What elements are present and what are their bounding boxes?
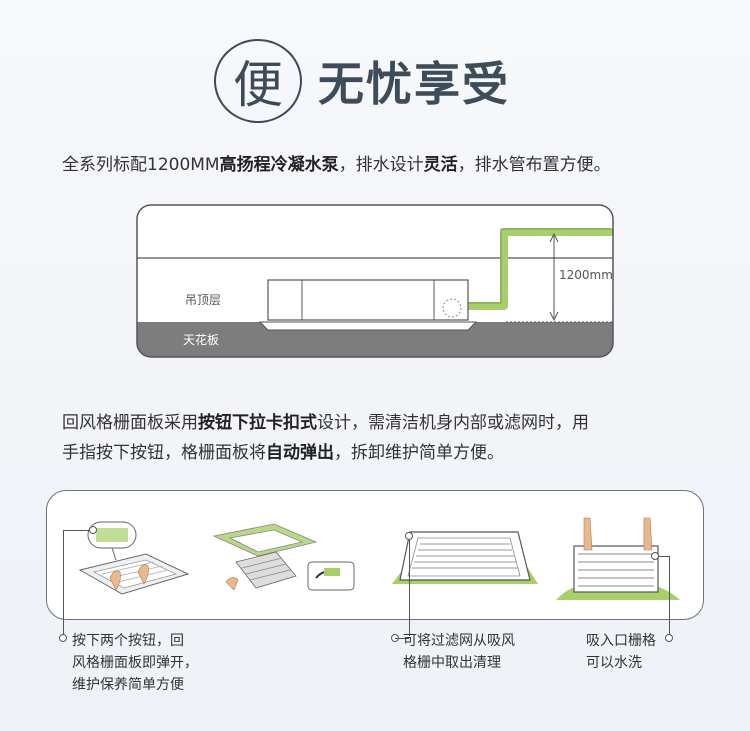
para-line-2: 手指按下按钮，格栅面板将自动弹出，拆卸维护简单方便。: [62, 438, 702, 468]
lead-text: 全系列标配1200MM高扬程冷凝水泵，排水设计灵活，排水管布置方便。: [62, 150, 702, 175]
callout1-dot: [59, 634, 67, 642]
para-line2-part2: ，拆卸维护简单方便。: [334, 443, 504, 463]
lead-part3: ，排水管布置方便。: [457, 155, 611, 175]
badge-circle: 便: [214, 39, 302, 123]
callout2-hline: [395, 638, 409, 639]
step2-illustration: [212, 523, 355, 591]
drain-pipe: [466, 228, 613, 310]
step3-line2: 可以水洗: [586, 655, 642, 671]
callout3-line: [669, 556, 670, 636]
indoor-unit: [267, 279, 469, 321]
badge-char: 便: [233, 56, 283, 114]
grille-panel: [258, 321, 478, 331]
page-title: 无忧享受: [318, 57, 510, 111]
height-label: 1200mm: [559, 268, 613, 282]
lead-part1: 全系列标配1200MM: [62, 155, 220, 175]
step2-line2: 格栅中取出清理: [403, 655, 501, 671]
step1-line3: 维护保养简单方便: [72, 677, 184, 693]
step1-caption: 按下两个按钮，回 风格栅面板即弹开， 维护保养简单方便: [72, 630, 198, 696]
step1-line2: 风格栅面板即弹开，: [72, 655, 198, 671]
step1-line1: 按下两个按钮，回: [72, 633, 184, 649]
para-line-1: 回风格栅面板采用按钮下拉卡扣式设计，需清洁机身内部或滤网时，用: [62, 408, 702, 438]
step3-line1: 吸入口栅格: [586, 633, 656, 649]
callout1-dot-top: [89, 526, 97, 534]
para-line1-part2: 设计，需清洁机身内部或滤网时，用: [317, 413, 589, 433]
step3-illustration: [392, 531, 538, 584]
para-line2-part1: 手指按下按钮，格栅面板将: [62, 443, 266, 463]
lead-part2: ，排水设计: [338, 155, 424, 175]
callout3-dot: [665, 634, 673, 642]
step2-line1: 可将过滤网从吸风: [403, 633, 515, 649]
step4-illustration: [556, 517, 680, 600]
callout2-dot-top: [405, 532, 413, 540]
callout1-line: [63, 530, 64, 638]
para-line1-part1: 回风格栅面板采用: [62, 413, 198, 433]
lead-bold1: 高扬程冷凝水泵: [219, 155, 339, 175]
callout3-hline: [655, 556, 669, 557]
lead-bold2: 灵活: [423, 155, 458, 175]
callout1-hline: [63, 530, 93, 531]
callout2-line: [409, 536, 410, 636]
pump-icon: [442, 298, 462, 318]
callout3-dot-top: [651, 552, 659, 560]
para-line1-bold: 按钮下拉卡扣式: [198, 413, 317, 433]
step3-caption: 吸入口栅格 可以水洗: [586, 630, 656, 674]
para-line2-bold: 自动弹出: [266, 443, 334, 463]
step1-illustration: [78, 521, 190, 595]
pump-diagram: [136, 204, 614, 358]
floor-label: 天花板: [183, 333, 220, 347]
ceiling-label: 吊顶层: [185, 293, 222, 307]
step2-caption: 可将过滤网从吸风 格栅中取出清理: [403, 630, 515, 674]
description-paragraph: 回风格栅面板采用按钮下拉卡扣式设计，需清洁机身内部或滤网时，用 手指按下按钮，格…: [62, 408, 702, 468]
